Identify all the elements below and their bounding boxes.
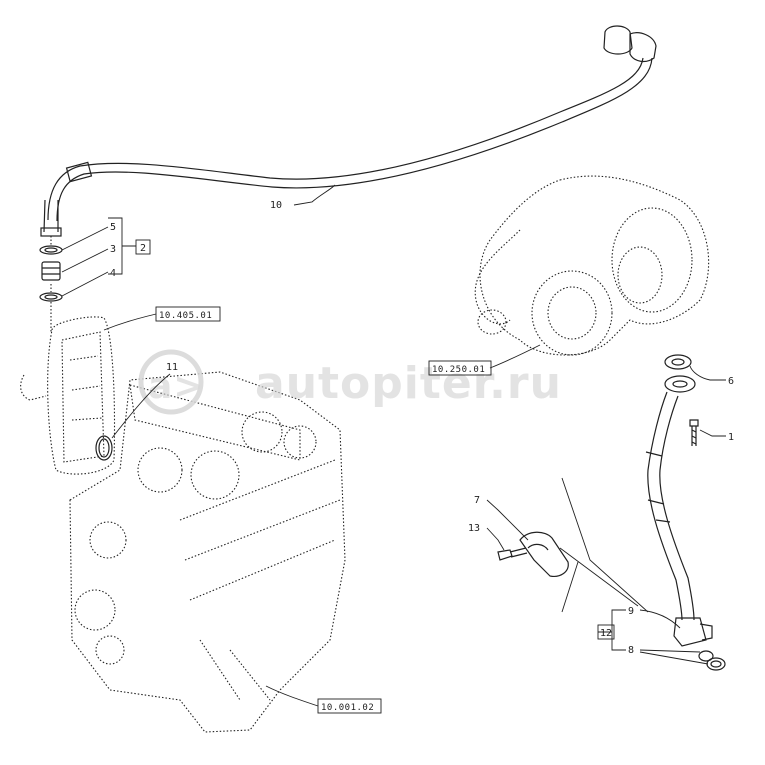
guide-lines xyxy=(559,477,649,613)
turbocharger xyxy=(474,175,710,356)
o-ring-11 xyxy=(95,435,113,461)
clamp-and-bolt xyxy=(497,531,569,577)
ref-10-405-01: 10.405.01 xyxy=(159,311,212,321)
callout-9: 9 xyxy=(628,606,634,617)
callout-11: 11 xyxy=(166,362,178,373)
oil-filter-head xyxy=(20,316,116,475)
callout-3: 3 xyxy=(110,244,116,255)
watermark-site: autopiter.ru xyxy=(255,358,562,409)
callout-6: 6 xyxy=(728,376,734,387)
callouts: 10 5 3 4 2 10.405.01 11 10.250.01 6 1 7 … xyxy=(61,184,734,714)
bolt-1 xyxy=(689,419,699,446)
adapter-washer-stack xyxy=(39,236,63,332)
callout-8: 8 xyxy=(628,645,634,656)
kit-2: 2 xyxy=(140,243,146,254)
watermark-logo-text: a> xyxy=(148,366,204,407)
callout-7: 7 xyxy=(474,495,480,506)
callout-10: 10 xyxy=(270,200,282,211)
callout-13: 13 xyxy=(468,523,480,534)
engine-block xyxy=(69,371,346,733)
watermark: a> autopiter.ru xyxy=(138,349,562,415)
callout-1: 1 xyxy=(728,432,734,443)
callout-5: 5 xyxy=(110,222,116,233)
ref-10-250-01: 10.250.01 xyxy=(432,365,485,375)
callout-4: 4 xyxy=(110,268,116,279)
oil-feed-pipe xyxy=(40,25,657,237)
oil-drain-pipe xyxy=(645,354,726,671)
kit-12: 12 xyxy=(600,628,612,639)
ref-10-001-02: 10.001.02 xyxy=(321,703,374,713)
